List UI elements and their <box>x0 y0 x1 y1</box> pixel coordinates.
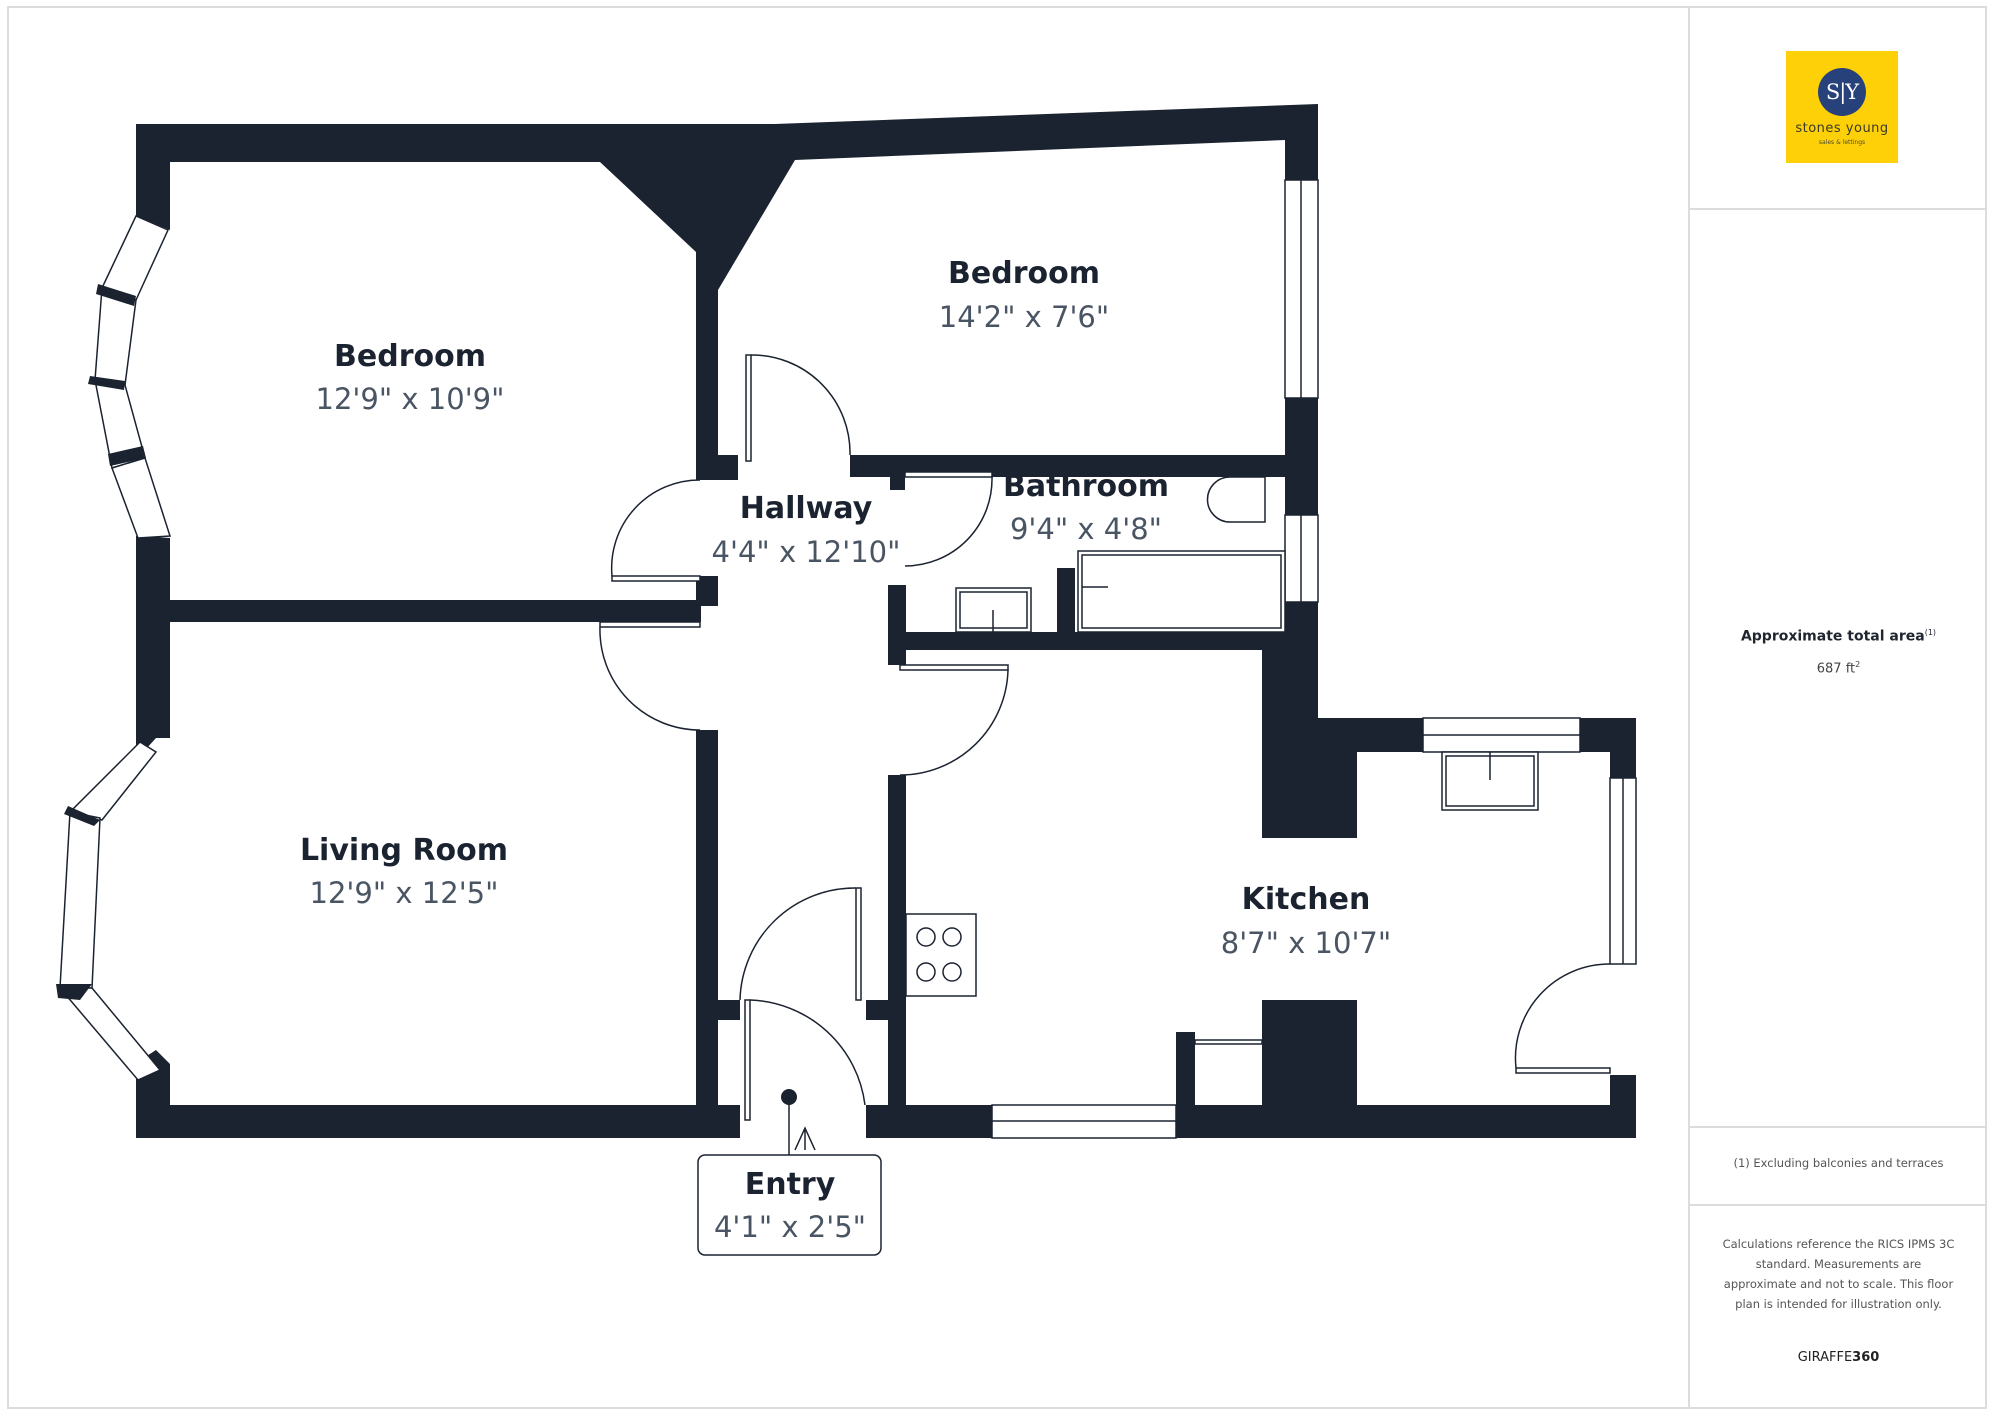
room-dimensions: 12'9" x 12'5" <box>310 876 499 910</box>
disclaimer-section: Calculations reference the RICS IPMS 3C … <box>1690 1206 1987 1409</box>
brand-logo: GIRAFFE360 <box>1797 1350 1880 1365</box>
bay-window-mullions <box>56 284 146 1000</box>
room-labels: Bedroom 12'9" x 10'9" Bedroom 14'2" x 7'… <box>300 256 1391 1244</box>
logo-section: S|Y stones young sales & lettings <box>1690 6 1987 210</box>
room-name: Bedroom <box>948 256 1100 291</box>
logo-name: stones young <box>1795 121 1889 136</box>
fixtures <box>905 476 1539 997</box>
room-name: Hallway <box>740 491 873 526</box>
doors <box>599 354 1611 1121</box>
room-name: Bathroom <box>1003 469 1169 504</box>
footnote-text: (1) Excluding balconies and terraces <box>1733 1156 1944 1170</box>
room-name: Bedroom <box>334 339 486 374</box>
room-dimensions: 12'9" x 10'9" <box>316 382 505 416</box>
room-dimensions: 4'1" x 2'5" <box>714 1210 866 1244</box>
room-dimensions: 9'4" x 4'8" <box>1010 512 1162 546</box>
area-title: Approximate total area(1) <box>1740 628 1937 645</box>
room-name: Living Room <box>300 833 508 868</box>
agency-logo: S|Y stones young sales & lettings <box>1786 51 1898 163</box>
logo-monogram: S|Y <box>1818 68 1866 116</box>
windows <box>991 179 1637 1139</box>
floor-plan: Bedroom 12'9" x 10'9" Bedroom 14'2" x 7'… <box>56 104 1637 1256</box>
toilet <box>1206 476 1266 523</box>
area-value: 687 ft2 <box>1816 660 1861 677</box>
area-section: Approximate total area(1) 687 ft2 <box>1690 210 1987 1128</box>
entry-marker <box>697 1089 882 1256</box>
room-name: Entry <box>745 1167 836 1202</box>
room-dimensions: 4'4" x 12'10" <box>712 535 901 569</box>
page-frame <box>7 6 1987 1409</box>
room-dimensions: 8'7" x 10'7" <box>1221 926 1391 960</box>
logo-tagline: sales & lettings <box>1818 139 1866 146</box>
hob <box>905 913 977 997</box>
disclaimer-text: Calculations reference the RICS IPMS 3C … <box>1722 1237 1955 1311</box>
room-name: Kitchen <box>1242 882 1371 917</box>
footnote-section: (1) Excluding balconies and terraces <box>1690 1128 1987 1206</box>
info-sidebar: S|Y stones young sales & lettings Approx… <box>1688 6 1987 1409</box>
room-dimensions: 14'2" x 7'6" <box>939 300 1109 334</box>
walls <box>136 104 1636 1138</box>
